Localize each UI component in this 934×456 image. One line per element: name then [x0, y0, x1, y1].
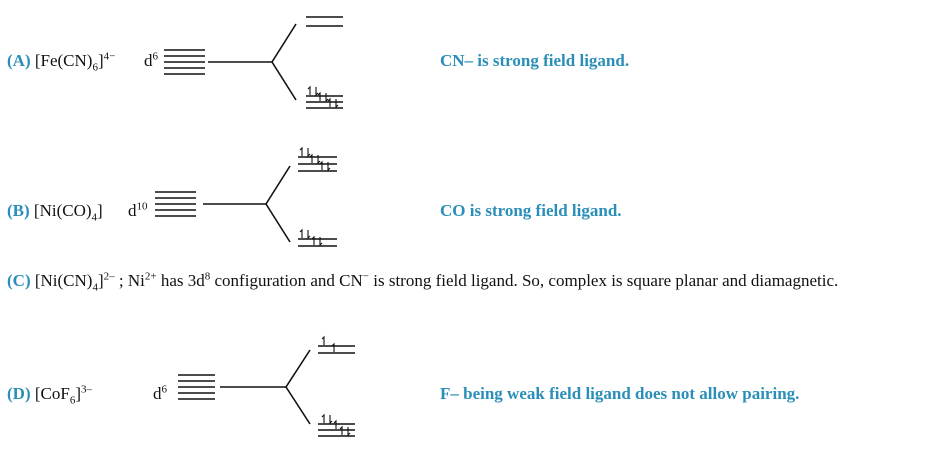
- item-b-formula: (B) [Ni(CO)4]: [7, 201, 103, 223]
- t2g-levels-a: [306, 95, 343, 109]
- item-a-formula-charge: 4−: [103, 50, 116, 63]
- item-a-formula: (A) [Fe(CN)6]4−: [7, 50, 116, 73]
- item-d-d-config: d6: [153, 383, 168, 403]
- splitting-diagram-b: [155, 146, 337, 247]
- item-b-label: (B): [7, 201, 30, 220]
- item-d-d-count: 6: [161, 383, 168, 396]
- item-d-d-prefix: d: [153, 384, 162, 403]
- item-a-formula-close: ]: [97, 51, 104, 70]
- item-a-d-prefix: d: [144, 51, 153, 70]
- item-b-formula-sub: 4: [91, 211, 98, 224]
- item-c-paragraph: (C) [Ni(CN)4]2– ; Ni2+ has 3d8 configura…: [7, 269, 907, 293]
- item-a-formula-main: [Fe(CN): [34, 51, 93, 70]
- splitting-diagram-a: [164, 16, 343, 109]
- electron-arrows-d: [321, 335, 351, 437]
- item-c-ion-charge: 2+: [144, 270, 157, 283]
- item-a-d-config: d6: [144, 50, 159, 70]
- item-b-formula-close: ]: [97, 201, 103, 220]
- item-c-text-a: has 3d: [156, 271, 205, 290]
- item-c-formula-main: [Ni(CN): [34, 271, 93, 290]
- item-a-label: (A): [7, 51, 31, 70]
- item-d-label: (D): [7, 384, 31, 403]
- item-d-formula-main: [CoF: [34, 384, 70, 403]
- item-c-label: (C): [7, 271, 31, 290]
- splitting-diagram-d: [178, 335, 355, 437]
- item-d-formula: (D) [CoF6]3–: [7, 383, 92, 406]
- item-c-formula-charge: 2–: [103, 270, 115, 283]
- lower-levels-b: [298, 238, 337, 247]
- item-c-sep: ; Ni: [114, 271, 145, 290]
- item-d-formula-sub: 6: [69, 394, 76, 407]
- item-a-note: CN– is strong field ligand.: [440, 51, 630, 70]
- item-d-formula-close: ]: [75, 384, 81, 403]
- item-c-cn-charge: −: [362, 270, 369, 283]
- item-a-formula-sub: 6: [92, 61, 98, 74]
- item-a-d-count: 6: [152, 50, 159, 63]
- electron-arrows-a: [307, 85, 339, 109]
- item-b-note: CO is strong field ligand.: [440, 201, 622, 220]
- eg-levels-d: [318, 345, 355, 354]
- item-b-formula-main: [Ni(CO): [33, 201, 92, 220]
- item-c-text-b: configuration and CN: [210, 271, 363, 290]
- item-b-d-config: d10: [128, 200, 148, 220]
- item-c-formula-close: ]: [97, 271, 104, 290]
- item-c-config-sup: 8: [204, 270, 211, 283]
- item-d-formula-charge: 3–: [81, 383, 92, 396]
- item-c-text-c: is strong field ligand. So, complex is s…: [368, 271, 839, 290]
- item-d-note: F– being weak field ligand does not allo…: [440, 384, 800, 403]
- item-b-d-prefix: d: [128, 201, 137, 220]
- degenerate-d-levels-d: [178, 374, 215, 400]
- eg-levels-a: [306, 16, 343, 27]
- item-c-formula-sub: 4: [92, 281, 98, 294]
- degenerate-d-levels-b: [155, 191, 196, 217]
- electron-arrows-b: [299, 146, 331, 247]
- degenerate-d-levels-a: [164, 49, 205, 75]
- item-b-d-count: 10: [136, 200, 148, 213]
